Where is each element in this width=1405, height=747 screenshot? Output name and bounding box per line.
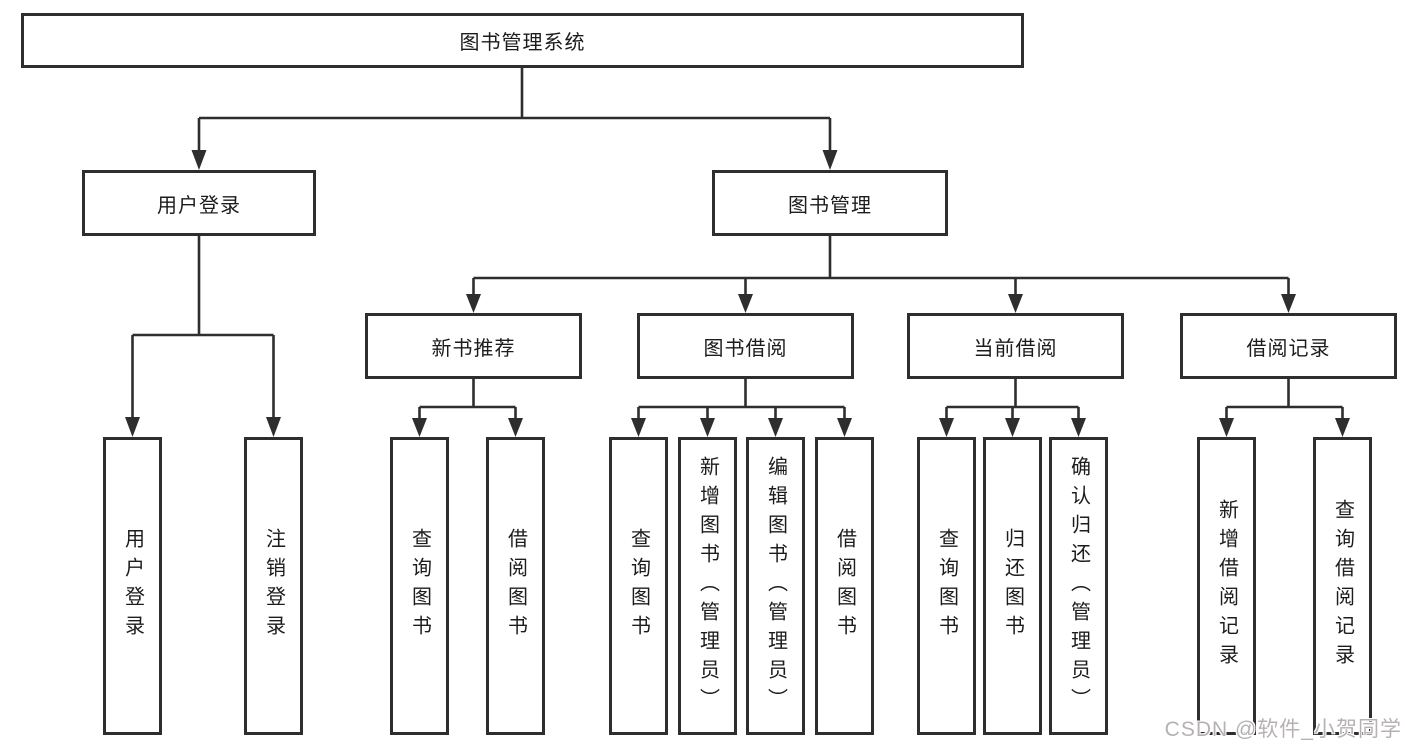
node-current-borrowing-label: 当前借阅 xyxy=(973,337,1058,360)
leaf-current-query-books-label: 查询图书 xyxy=(935,528,958,644)
leaf-current-return-books-label: 归还图书 xyxy=(1001,528,1024,644)
leaf-borrowing-add-books-admin: 新增图书（管理员） xyxy=(678,437,737,735)
leaf-borrowing-query-books: 查询图书 xyxy=(609,437,668,735)
node-book-management: 图书管理 xyxy=(712,170,948,236)
node-root-label: 图书管理系统 xyxy=(459,32,586,54)
csdn-watermark: CSDN @软件_小贺同学 xyxy=(1164,718,1402,741)
node-borrowing-records: 借阅记录 xyxy=(1180,313,1397,379)
leaf-borrowing-borrow-books: 借阅图书 xyxy=(815,437,874,735)
node-new-book-recommend-label: 新书推荐 xyxy=(431,337,516,360)
arrowheads xyxy=(125,150,1350,437)
node-user-login: 用户登录 xyxy=(82,170,316,236)
node-book-borrowing-label: 图书借阅 xyxy=(703,337,788,360)
leaf-recommend-borrow-books: 借阅图书 xyxy=(486,437,545,735)
leaf-current-query-books: 查询图书 xyxy=(917,437,976,735)
node-user-login-label: 用户登录 xyxy=(157,194,241,217)
leaf-records-query-record: 查询借阅记录 xyxy=(1313,437,1372,735)
leaf-logout-label: 注销登录 xyxy=(262,528,285,644)
leaf-borrowing-add-books-admin-label: 新增图书（管理员） xyxy=(696,455,719,717)
node-book-management-label: 图书管理 xyxy=(788,194,872,217)
node-new-book-recommend: 新书推荐 xyxy=(365,313,582,379)
leaf-recommend-borrow-books-label: 借阅图书 xyxy=(504,528,527,644)
leaf-user-login: 用户登录 xyxy=(103,437,162,735)
leaf-borrowing-edit-books-admin-label: 编辑图书（管理员） xyxy=(764,455,787,717)
leaf-current-confirm-return-admin: 确认归还（管理员） xyxy=(1049,437,1108,735)
leaf-logout: 注销登录 xyxy=(244,437,303,735)
node-current-borrowing: 当前借阅 xyxy=(907,313,1124,379)
node-book-borrowing: 图书借阅 xyxy=(637,313,854,379)
leaf-borrowing-query-books-label: 查询图书 xyxy=(627,528,650,644)
leaf-records-add-record-label: 新增借阅记录 xyxy=(1215,499,1238,673)
leaf-recommend-query-books-label: 查询图书 xyxy=(408,528,431,644)
leaf-current-return-books: 归还图书 xyxy=(983,437,1042,735)
leaf-user-login-label: 用户登录 xyxy=(121,528,144,644)
leaf-current-confirm-return-admin-label: 确认归还（管理员） xyxy=(1067,455,1090,717)
leaf-recommend-query-books: 查询图书 xyxy=(390,437,449,735)
node-borrowing-records-label: 借阅记录 xyxy=(1246,337,1331,360)
leaf-records-add-record: 新增借阅记录 xyxy=(1197,437,1256,735)
node-root: 图书管理系统 xyxy=(21,13,1024,68)
leaf-borrowing-borrow-books-label: 借阅图书 xyxy=(833,528,856,644)
leaf-records-query-record-label: 查询借阅记录 xyxy=(1331,499,1354,673)
leaf-borrowing-edit-books-admin: 编辑图书（管理员） xyxy=(746,437,805,735)
